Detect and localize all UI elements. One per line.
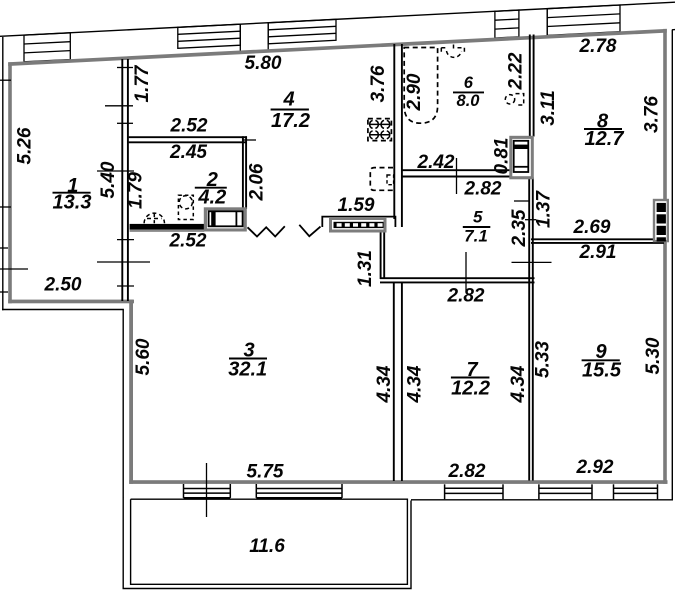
svg-text:2.90: 2.90 (404, 73, 425, 111)
svg-text:0.81: 0.81 (492, 138, 513, 175)
svg-text:11.6: 11.6 (249, 536, 285, 557)
svg-text:4.34: 4.34 (508, 365, 529, 403)
svg-text:7: 7 (466, 359, 478, 381)
svg-text:17.2: 17.2 (271, 110, 310, 132)
svg-text:5.75: 5.75 (247, 462, 284, 483)
svg-text:2.82: 2.82 (447, 286, 485, 307)
svg-text:2.92: 2.92 (576, 457, 614, 478)
svg-text:4.34: 4.34 (405, 365, 426, 403)
svg-text:1: 1 (67, 175, 78, 197)
svg-text:1.37: 1.37 (534, 190, 555, 228)
svg-text:9: 9 (595, 341, 607, 363)
svg-text:1.59: 1.59 (338, 195, 375, 216)
svg-text:32.1: 32.1 (228, 359, 267, 381)
svg-text:2.52: 2.52 (169, 231, 207, 252)
svg-text:1.31: 1.31 (355, 250, 376, 287)
svg-text:3.11: 3.11 (538, 90, 559, 126)
svg-text:2: 2 (206, 169, 218, 191)
svg-text:4: 4 (282, 89, 294, 111)
svg-text:8.0: 8.0 (457, 92, 481, 110)
svg-text:6: 6 (464, 74, 474, 92)
svg-text:7.1: 7.1 (464, 227, 488, 246)
svg-text:1.77: 1.77 (132, 64, 153, 102)
svg-text:5.40: 5.40 (98, 161, 119, 198)
svg-text:13.3: 13.3 (53, 191, 92, 213)
svg-text:2.35: 2.35 (509, 209, 530, 247)
svg-text:12.2: 12.2 (451, 378, 490, 400)
svg-text:2.52: 2.52 (170, 116, 208, 137)
svg-text:2.82: 2.82 (464, 179, 502, 200)
svg-text:3: 3 (243, 339, 254, 361)
svg-text:5.60: 5.60 (133, 338, 154, 375)
svg-text:5.80: 5.80 (245, 53, 282, 74)
svg-text:2.06: 2.06 (247, 163, 268, 201)
svg-text:5.33: 5.33 (533, 341, 554, 378)
svg-text:5.30: 5.30 (643, 337, 664, 374)
svg-text:5.26: 5.26 (15, 127, 36, 164)
svg-text:8: 8 (597, 111, 609, 133)
svg-text:2.42: 2.42 (417, 152, 455, 173)
svg-text:15.5: 15.5 (582, 360, 622, 382)
svg-text:2.82: 2.82 (448, 461, 486, 482)
svg-text:4.2: 4.2 (197, 187, 226, 209)
svg-text:3.76: 3.76 (368, 65, 389, 102)
svg-text:4.34: 4.34 (374, 365, 395, 403)
svg-text:2.22: 2.22 (506, 52, 527, 90)
svg-text:2.78: 2.78 (579, 36, 617, 57)
svg-text:5: 5 (473, 208, 483, 227)
svg-text:2.50: 2.50 (44, 275, 82, 296)
svg-text:2.69: 2.69 (573, 217, 611, 238)
svg-text:2.45: 2.45 (169, 142, 207, 163)
svg-text:3.76: 3.76 (642, 96, 663, 133)
svg-text:1.79: 1.79 (126, 172, 147, 209)
svg-text:12.7: 12.7 (585, 128, 625, 150)
svg-text:2.91: 2.91 (579, 242, 617, 263)
